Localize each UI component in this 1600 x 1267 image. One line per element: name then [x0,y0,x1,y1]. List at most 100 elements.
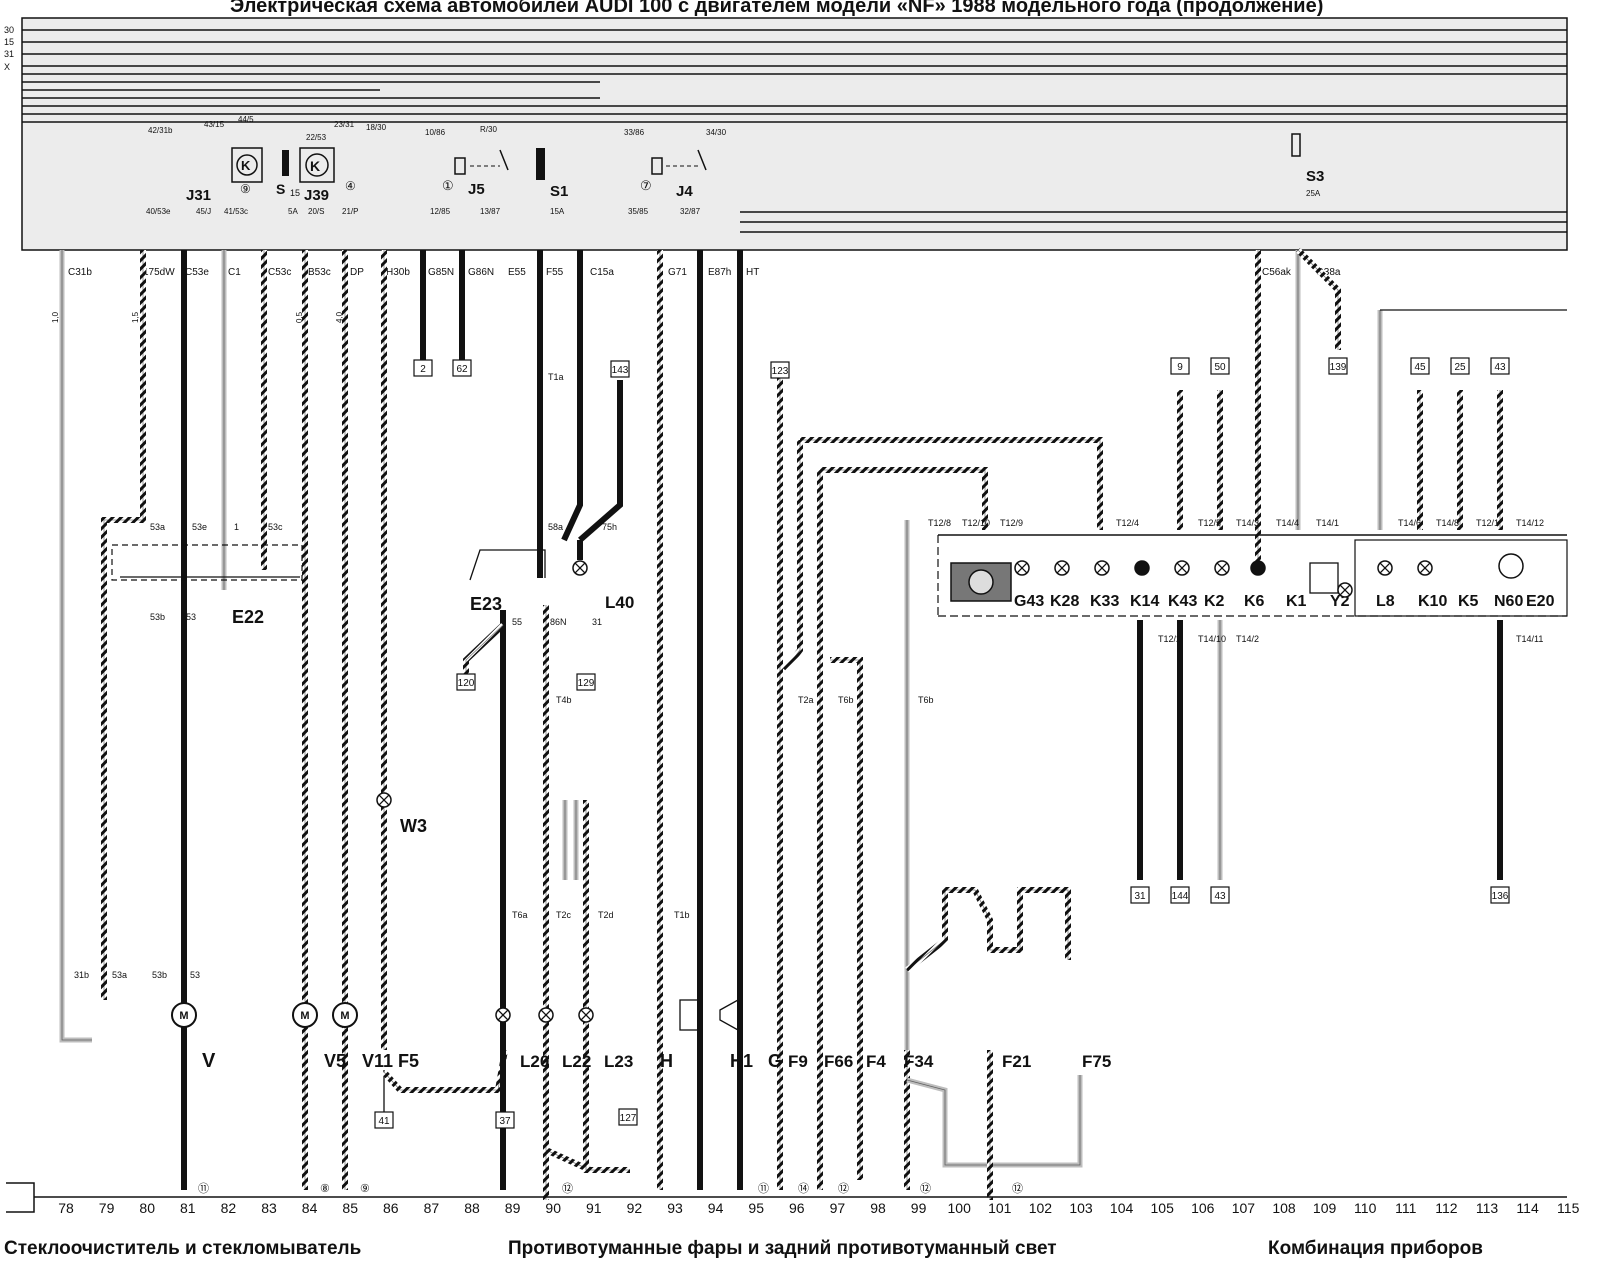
track-103: 103 [1069,1200,1093,1216]
track-94: 94 [708,1200,724,1216]
ref-box-4 [1170,357,1190,375]
svg-text:⑨: ⑨ [360,1183,370,1195]
ref-label-2: 143 [612,365,629,376]
svg-text:⑦: ⑦ [640,178,652,193]
n60-gauge-icon [1498,553,1524,579]
lamp-icon [1014,560,1030,576]
track-112: 112 [1435,1200,1458,1216]
svg-text:F55: F55 [546,267,564,278]
bus-label-30: 30 [4,25,14,35]
svg-text:75h: 75h [602,522,617,532]
svg-text:E87h: E87h [708,267,731,278]
svg-text:T2a: T2a [798,695,814,705]
track-108: 108 [1272,1200,1296,1216]
track-115: 115 [1557,1200,1580,1216]
svg-text:15: 15 [290,188,300,198]
svg-text:32/87: 32/87 [680,207,701,216]
relay-j39: K J39 ④ 22/53 23/31 18/30 20/S 21/P [299,120,387,216]
track-85: 85 [342,1200,358,1216]
relay-j31-badge: ⑨ [240,182,251,196]
svg-text:M: M [179,1010,188,1022]
svg-text:F34: F34 [904,1052,934,1071]
svg-text:N60: N60 [1494,593,1523,610]
relay-j31-label: J31 [186,187,211,204]
wire-28 [782,440,803,672]
svg-text:T14/4: T14/4 [1276,518,1299,528]
svg-text:⑫: ⑫ [920,1182,931,1195]
svg-text:⑧: ⑧ [320,1183,330,1195]
svg-text:12/85: 12/85 [430,207,451,216]
wire-31 [820,467,988,530]
ref-label-17: 43 [1214,891,1226,902]
wire-18 [463,622,506,675]
ground-badges: ⑪ ⑧ ⑨ ⑫ ⑪ ⑭ ⑫ ⑫ ⑫ [198,1182,1023,1195]
svg-text:35/85: 35/85 [628,207,649,216]
svg-text:175dW: 175dW [143,267,175,278]
svg-text:20/S: 20/S [308,207,324,216]
svg-text:53: 53 [186,612,196,622]
ref-box-9 [1490,357,1510,375]
svg-text:F4: F4 [866,1052,886,1071]
ref-label-12: 41 [378,1116,390,1127]
motor-icon: M [332,1002,358,1028]
svg-text:1: 1 [234,522,239,532]
y2-box [1309,562,1339,594]
svg-text:T6b: T6b [918,695,934,705]
svg-text:53: 53 [190,970,200,980]
svg-text:R/30: R/30 [480,125,497,134]
track-87: 87 [424,1200,440,1216]
svg-text:T14/2: T14/2 [1236,634,1259,644]
ref-box-10 [456,673,476,691]
svg-text:T1a: T1a [548,372,564,382]
track-80: 80 [139,1200,155,1216]
svg-text:21/P: 21/P [342,207,358,216]
ref-box-3 [770,361,790,379]
ref-box-13 [495,1111,515,1129]
track-82: 82 [221,1200,237,1216]
svg-text:DP: DP [350,267,364,278]
svg-text:T14/3: T14/3 [1236,518,1259,528]
svg-text:F66: F66 [824,1052,853,1071]
svg-text:G85N: G85N [428,267,454,278]
relay-panel [21,17,1568,251]
svg-text:5A: 5A [288,207,298,216]
ref-label-18: 136 [1492,891,1509,902]
ref-label-8: 25 [1454,362,1466,373]
ref-box-11 [576,673,596,691]
svg-text:J4: J4 [676,183,693,200]
ref-box-5 [1210,357,1230,375]
svg-text:⑫: ⑫ [1012,1182,1023,1195]
lamp-icon [376,792,392,808]
svg-text:53c: 53c [268,522,283,532]
track-106: 106 [1191,1200,1215,1216]
svg-text:S3: S3 [1306,168,1324,185]
track-92: 92 [627,1200,643,1216]
svg-text:45/J: 45/J [196,207,211,216]
svg-text:T12/5: T12/5 [1198,518,1221,528]
ground-line [6,1182,1567,1213]
relay-j39-badge: ④ [345,179,356,193]
fuse-s1: S1 15A [536,148,568,216]
track-102: 102 [1029,1200,1053,1216]
svg-text:J5: J5 [468,181,485,198]
bus-label-x: X [4,62,10,72]
lamp-icon [1337,582,1353,598]
svg-text:34/30: 34/30 [706,128,727,137]
lamp-icon [1417,560,1433,576]
svg-text:T14/6: T14/6 [1398,518,1421,528]
ref-box-12 [374,1111,394,1129]
pin-labels: 31b 53a 53b 53 53a 53e 1 53c 53b 53 58a … [74,372,1544,980]
svg-text:T14/10: T14/10 [1198,634,1226,644]
relay-j5: J5 ① 10/86 R/30 12/85 13/87 [425,125,509,216]
relay-j39-label: J39 [304,187,329,204]
svg-text:G71: G71 [668,267,687,278]
bus-label-15: 15 [4,37,14,47]
svg-text:33/86: 33/86 [624,128,645,137]
svg-text:T6b: T6b [838,695,854,705]
svg-text:41/53c: 41/53c [224,207,248,216]
ref-label-9: 43 [1494,362,1506,373]
bus-lines [22,29,1567,233]
track-101: 101 [988,1200,1012,1216]
track-104: 104 [1110,1200,1134,1216]
